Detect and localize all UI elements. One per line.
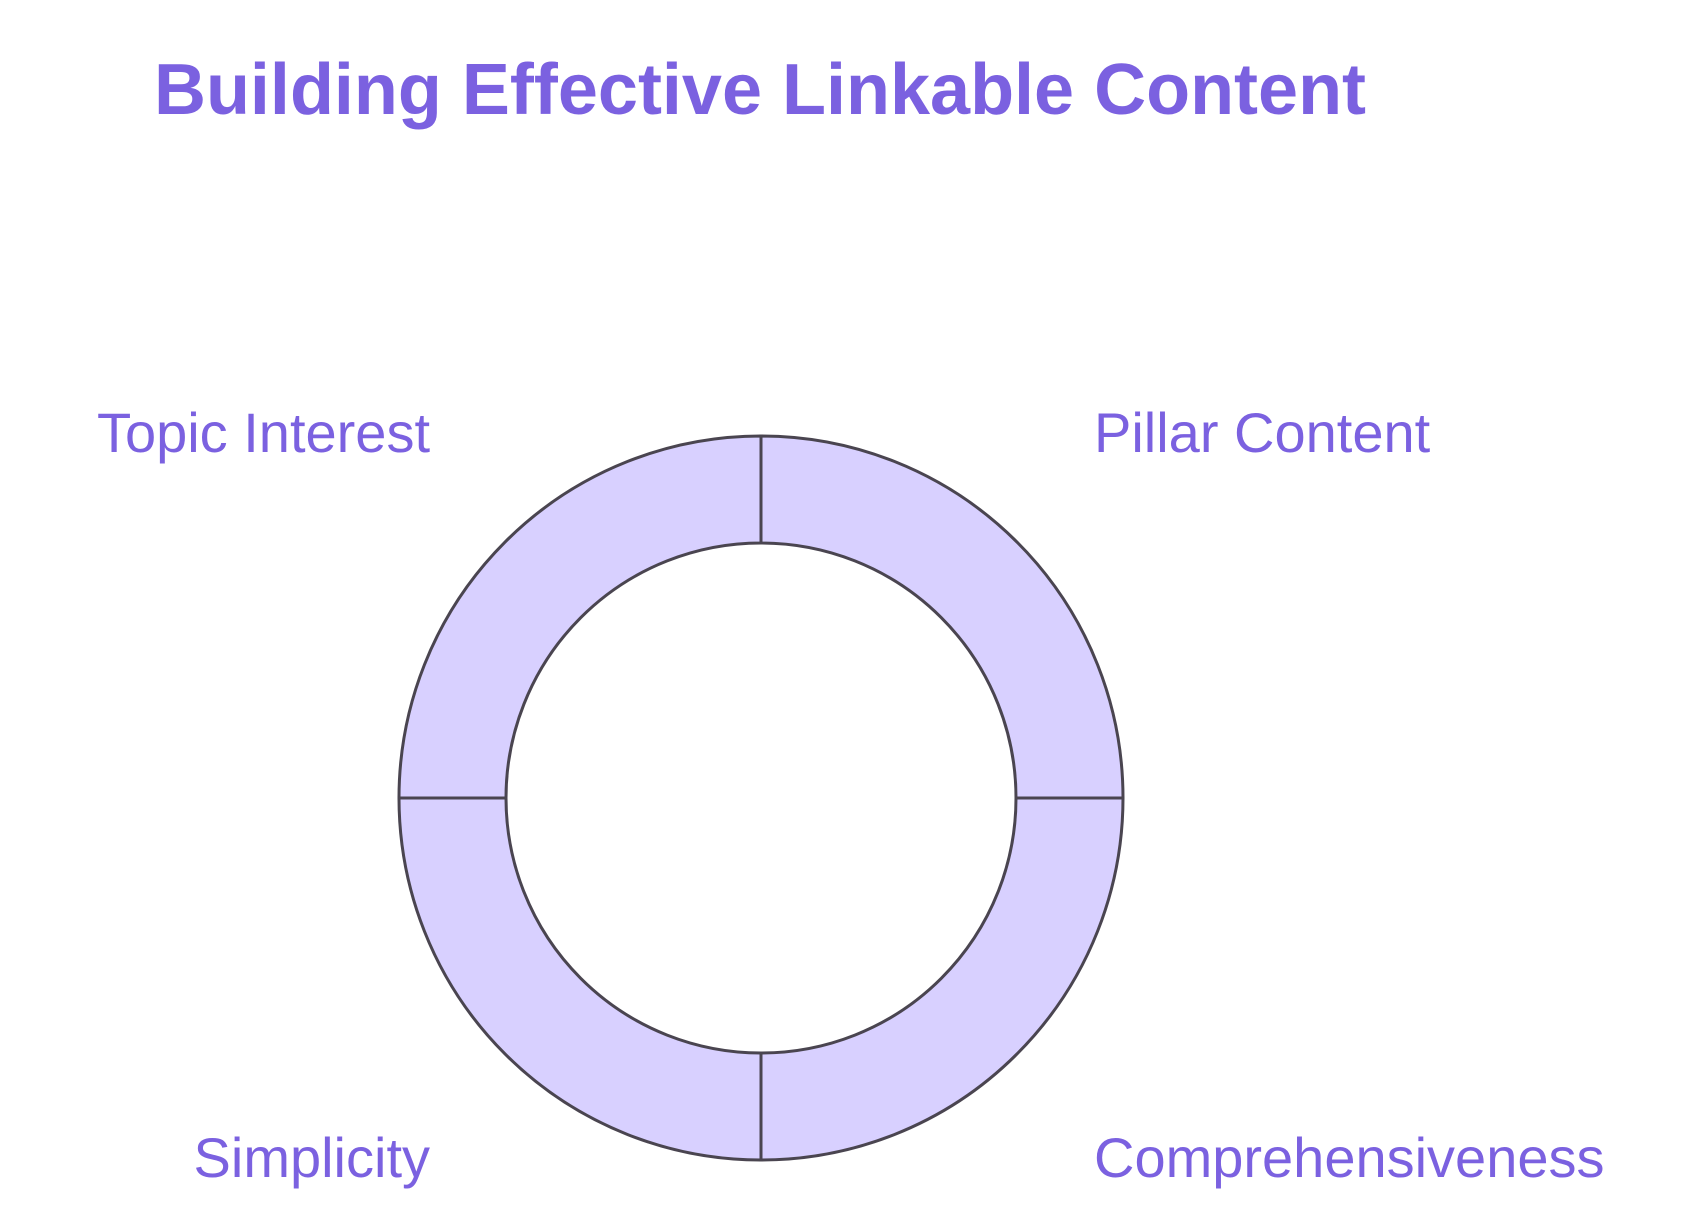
segment-label-pillar-content: Pillar Content xyxy=(1094,401,1431,464)
segment-topic-interest xyxy=(397,434,763,800)
segment-label-comprehensiveness: Comprehensiveness xyxy=(1094,1126,1604,1189)
segment-pillar-content xyxy=(759,434,1125,800)
donut-ring xyxy=(397,434,1125,1162)
diagram-title: Building Effective Linkable Content xyxy=(154,50,1366,130)
segment-simplicity xyxy=(397,796,763,1162)
segment-label-topic-interest: Topic Interest xyxy=(97,401,430,464)
segment-comprehensiveness xyxy=(759,796,1125,1162)
segment-label-simplicity: Simplicity xyxy=(194,1126,430,1189)
